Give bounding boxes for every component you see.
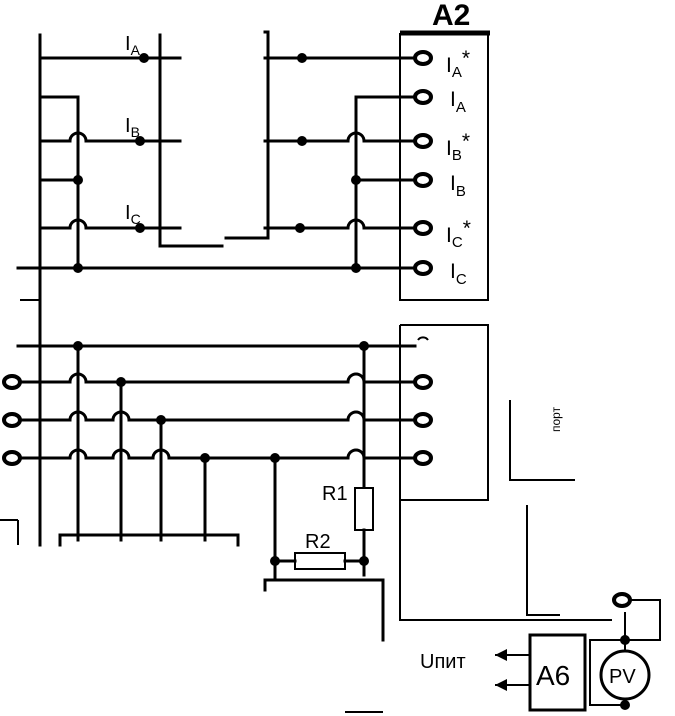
label-a6: A6: [536, 660, 570, 691]
terminal-ib-star: [413, 133, 433, 149]
current-transformer: [158, 30, 287, 248]
term-label-ia: IA: [450, 88, 466, 116]
left-terminals: [2, 374, 22, 466]
terminal-ib: [413, 172, 433, 188]
label-upit: Uпит: [420, 651, 466, 673]
power-supply-arrows: [495, 649, 530, 691]
a2-label: A2: [432, 0, 470, 32]
label-ia-line: IA: [125, 33, 141, 58]
block-a6: [528, 633, 587, 712]
label-port: порт: [549, 406, 563, 432]
label-ic-line: IC: [125, 202, 141, 227]
term-label-ic: IC: [450, 260, 467, 288]
label-r2: R2: [305, 531, 331, 553]
terminal-ia-star: [413, 50, 433, 66]
resistor-r1: [354, 487, 374, 531]
label-r1: R1: [322, 483, 348, 505]
terminal-ic: [413, 260, 433, 276]
label-ib-line: IB: [125, 115, 140, 140]
term-label-ic-star: IC*: [446, 217, 471, 251]
a2-terminals-lower: [413, 336, 433, 466]
term-label-ia-star: IA*: [446, 47, 470, 81]
term-label-ib: IB: [450, 172, 466, 200]
voltmeter-pv: [599, 649, 651, 701]
terminal-right: [612, 592, 632, 608]
terminal-ic-star: [413, 220, 433, 236]
a2-block: A2: [399, 0, 490, 501]
term-label-ib-star: IB*: [446, 130, 470, 164]
label-pv: PV: [609, 666, 636, 688]
terminal-ia: [413, 89, 433, 105]
a2-terminals-upper: [413, 50, 433, 276]
port-frame: [509, 400, 575, 481]
resistor-r2: [294, 552, 346, 570]
